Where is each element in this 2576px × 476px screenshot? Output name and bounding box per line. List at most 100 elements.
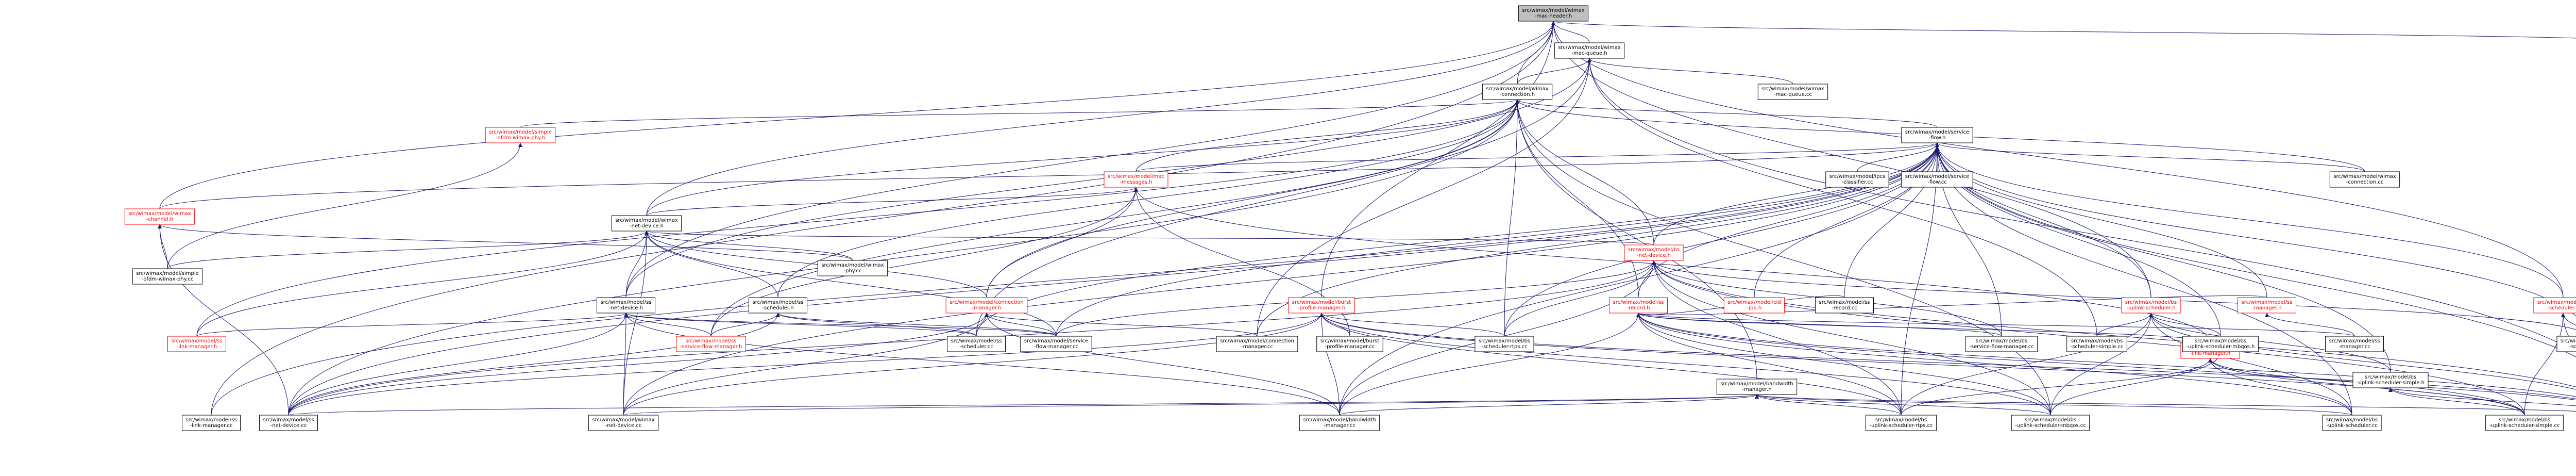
dependency-edge [1901,142,1939,416]
dependency-edge [645,231,1654,245]
file-node-label: -uplink-scheduler-mbqos.h [2187,344,2255,350]
file-node-label: -profile-manager.h [1298,305,1345,311]
file-node-bsschedsimple-cc[interactable]: src/wimax/model/bs-scheduler-simple.cc [2066,336,2127,352]
dependency-edge [1515,99,2051,416]
file-node-burst-cc[interactable]: src/wimax/model/burst-profile-manager.cc [1316,336,1383,352]
file-node-burst-h[interactable]: src/wimax/model/burst-profile-manager.h [1288,297,1355,314]
dependency-edge [2561,313,2576,348]
dependency-edge [1755,394,2352,416]
file-node-label: src/wimax/model/simple [489,129,552,135]
file-node-ipcs-cc[interactable]: src/wimax/model/ipcs-classifier.cc [1825,171,1889,188]
file-node-ofdmphy-h[interactable]: src/wimax/model/simple-ofdm-wimax-phy.h [485,127,556,143]
file-node-ulsched-h[interactable]: src/wimax/model/bs-uplink-scheduler.h [2121,297,2181,314]
file-node-ssmgr-h[interactable]: src/wimax/model/ss-manager.h [2237,297,2297,314]
file-node-box [132,268,203,285]
file-node-box [2329,171,2400,188]
file-node-ssnet-cc[interactable]: src/wimax/model/ss-net-device.cc [259,415,318,431]
dependency-edge [288,142,1939,416]
file-node-label: src/wimax/model/wimax [1522,8,1584,13]
file-node-sssched-h[interactable]: src/wimax/model/ss-scheduler.h [748,297,808,314]
file-node-ssrec-h[interactable]: src/wimax/model/ss-record.h [1608,297,1668,314]
file-node-conn-h[interactable]: src/wimax/model/wimax-connection.h [1482,84,1553,100]
file-node-connmgr-cc[interactable]: src/wimax/model/connection-manager.cc [1216,336,1298,352]
dependency-edge [288,99,1519,416]
dependency-edge [1901,313,2153,416]
file-node-sssched-cc[interactable]: src/wimax/model/ss-scheduler.cc [946,336,1006,352]
dependency-edge [196,99,1519,337]
dependency-edge [1755,394,2576,412]
file-node-ulsimple-cc[interactable]: src/wimax/model/bs-uplink-scheduler-simp… [2485,415,2564,431]
file-node-macq-cc[interactable]: src/wimax/model/wimax-mac-queue.cc [1757,84,1828,100]
file-node-bwmgr-cc[interactable]: src/wimax/model/bandwidth-manager.cc [1299,415,1380,431]
file-node-box [2325,336,2384,352]
file-node-ulsimple-h[interactable]: src/wimax/model/bs-uplink-scheduler-simp… [2352,372,2429,388]
dependency-edge [1515,99,1654,245]
dependency-edge [196,231,649,337]
file-node-phy-cc[interactable]: src/wimax/model/wimax-phy.cc [817,260,888,276]
file-node-sslink-cc[interactable]: src/wimax/model/ss-link-manager.cc [181,415,241,431]
file-node-label: src/wimax/model/bs [2071,338,2123,344]
file-node-label: -uplink-scheduler-mbqos.cc [2015,423,2086,429]
file-node-sssfm-h[interactable]: src/wimax/model/ss-service-flow-manager.… [676,336,746,352]
file-node-cid-cc[interactable]: src/wimax/model/ss-record.cc [1815,297,1874,314]
file-node-box [1299,415,1380,431]
dependency-edge [710,313,780,337]
file-node-label: -link-manager.h [177,344,217,350]
dependency-edge [1504,99,1519,337]
dependency-edge [1636,313,2211,343]
file-node-netdev-h[interactable]: src/wimax/model/wimax-net-device.h [611,215,682,232]
dependency-edge [1319,313,1340,416]
file-node-macmsg-h[interactable]: src/wimax/model/mac-messages.h [1104,171,1168,188]
file-node-sslink-h[interactable]: src/wimax/model/ss-link-manager.h [167,336,227,352]
file-node-cid-h[interactable]: src/wimax/model/cid-job.h [1723,297,1785,314]
file-node-box [1288,297,1355,314]
file-node-label: -uplink-scheduler-rtps.cc [1869,423,1933,429]
file-node-label: src/wimax/model/bandwidth [1303,417,1376,423]
file-node-ssmgr-cc[interactable]: src/wimax/model/ss-manager.cc [2325,336,2384,352]
file-node-bsnet-h-top[interactable]: src/wimax/model/bs-net-device.h [1624,244,1684,261]
file-node-box [611,215,682,232]
dependency-edge [1935,142,2352,416]
file-node-ulmbqos-cc[interactable]: src/wimax/model/bs-uplink-scheduler-mbqo… [2011,415,2090,431]
file-node-label: -flow.cc [1927,179,1946,185]
dependency-edge [1754,142,1939,298]
file-node-ulmbqos-h[interactable]: src/wimax/model/bs-uplink-scheduler-mbqo… [2182,336,2259,352]
dependency-edge [1587,58,1793,85]
dependency-edge [624,313,977,337]
file-node-macq-h[interactable]: src/wimax/model/wimax-mac-queue.h [1554,42,1625,59]
file-node-chan-h[interactable]: src/wimax/model/wimax-channel.h [124,208,195,225]
dependency-edge [623,142,1939,416]
file-node-ulrtps-cc[interactable]: src/wimax/model/bs-uplink-scheduler-rtps… [1865,415,1937,431]
file-node-wnet-cc[interactable]: src/wimax/model/wimax-net-device.cc [588,415,659,431]
file-node-bssched-h[interactable]: src/wimax/model/bs-scheduler.h [2533,297,2576,314]
file-node-label: src/wimax/model/ss [1613,300,1664,305]
file-node-box [1104,171,1168,188]
dependency-edge [985,313,1340,416]
file-node-root: src/wimax/model/wimax-mac-header.h [1518,5,1589,22]
file-node-bssfm-cc[interactable]: src/wimax/model/bs-service-flow-manager.… [1965,336,2038,352]
file-node-connmgr-h[interactable]: src/wimax/model/connection-manager.h [945,297,1028,314]
file-node-conn-cc[interactable]: src/wimax/model/wimax-connection.cc [2329,171,2400,188]
dependency-edge [1857,142,1939,172]
file-node-ulsched-cc[interactable]: src/wimax/model/bs-uplink-scheduler.cc [2322,415,2382,431]
dependency-edge [1935,142,2151,298]
file-node-sfm-cc[interactable]: src/wimax/model/service-flow-manager.cc [1020,336,1092,352]
file-node-label: src/wimax/model/service [1905,129,1969,135]
file-node-bwmgr-h[interactable]: src/wimax/model/bandwidth-manager.h [1716,379,1798,395]
dependency-edge [624,313,1340,416]
file-node-label: src/wimax/model/wimax [592,417,654,423]
dependency-edge [2524,313,2565,416]
file-node-bsschedrtps-cc[interactable]: src/wimax/model/bs-scheduler-rtps.cc [1475,336,1534,352]
dependency-edge [1935,142,2365,172]
file-node-sflow-cc[interactable]: src/wimax/model/service-flow.cc [1901,171,1973,188]
dependency-edge [288,394,1758,416]
file-node-box [1716,379,1798,395]
file-node-box [1216,336,1298,352]
file-node-label: -scheduler.cc [2569,344,2576,350]
file-node-ssnet-h[interactable]: src/wimax/model/ss-net-device.h [596,297,656,314]
file-node-ofdmphy-cc[interactable]: src/wimax/model/simple-ofdm-wimax-phy.cc [132,268,203,285]
file-node-label: -net-device.h [609,305,643,311]
file-node-bssched-cc[interactable]: src/wimax/model/bs-scheduler.cc [2556,336,2576,352]
file-node-sflow-h[interactable]: src/wimax/model/service-flow.h [1901,127,1973,143]
dependency-edge [623,313,1324,416]
